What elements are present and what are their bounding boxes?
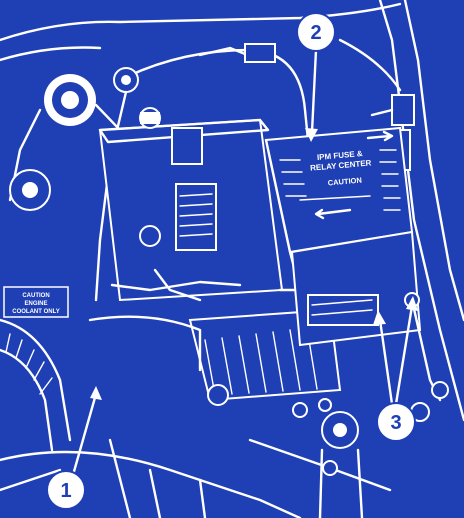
leader-lines bbox=[71, 48, 418, 477]
coolant-sign-line3: COOLANT ONLY bbox=[12, 309, 59, 315]
coolant-caution-sign: CAUTION ENGINE COOLANT ONLY bbox=[3, 286, 69, 318]
fuse-box-title-line1: IPM FUSE & bbox=[317, 149, 364, 162]
battery bbox=[98, 107, 284, 302]
coolant-sign-line2: ENGINE bbox=[24, 301, 47, 307]
wiring-harness bbox=[94, 43, 310, 302]
callout-1-number: 1 bbox=[60, 480, 71, 502]
callout-2-number: 2 bbox=[310, 22, 321, 44]
coolant-hose bbox=[0, 169, 72, 452]
callout-3: 3 bbox=[376, 402, 416, 442]
ipm-fuse-relay-center: IPM FUSE & RELAY CENTER CAUTION bbox=[264, 126, 442, 402]
callout-1: 1 bbox=[46, 470, 86, 510]
coolant-sign-line1: CAUTION bbox=[22, 293, 49, 299]
reservoir-cap bbox=[8, 74, 122, 202]
fuse-box-caution: CAUTION bbox=[327, 176, 362, 188]
lower-components bbox=[108, 381, 449, 518]
callout-2: 2 bbox=[296, 12, 336, 52]
callout-3-number: 3 bbox=[390, 412, 401, 434]
